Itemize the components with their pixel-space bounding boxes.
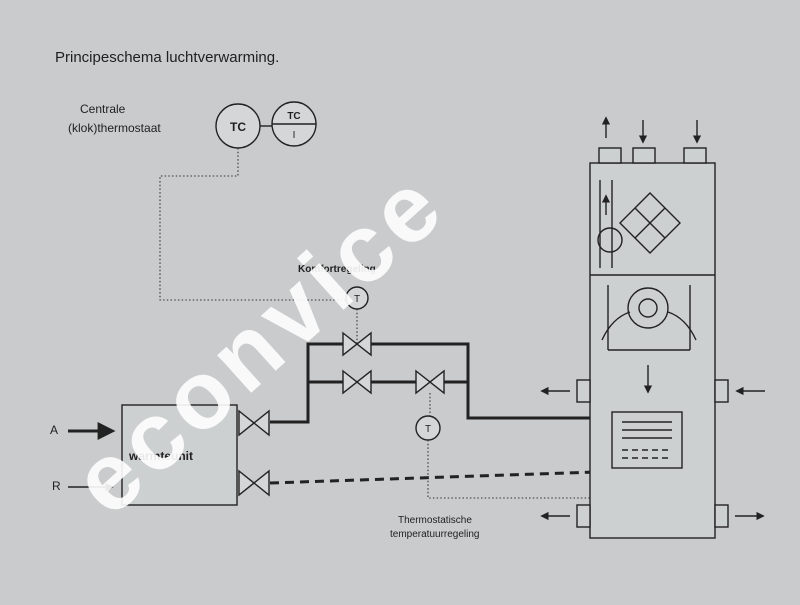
heating-coil xyxy=(611,411,683,469)
diagram-title: Principeschema luchtverwarming. xyxy=(55,49,279,66)
side-stub-left-lower xyxy=(576,504,591,528)
bypass-valve xyxy=(342,369,372,395)
thermostat-label-line2: (klok)thermostaat xyxy=(68,121,161,135)
central-thermostat: TC TC I xyxy=(215,101,317,149)
tc-right-bottom-label: I xyxy=(293,130,296,141)
svg-text:T: T xyxy=(425,424,431,435)
piping xyxy=(269,342,597,485)
exhaust-fan xyxy=(597,227,623,253)
thermostatic-signal-line xyxy=(427,440,604,499)
comfort-valve xyxy=(342,331,372,357)
heat-exchanger xyxy=(619,192,681,254)
thermostat-label-line1: Centrale xyxy=(80,102,126,116)
duct-stub-2 xyxy=(632,147,656,164)
tc-right-top-label: TC xyxy=(287,111,300,122)
thermostat-signal-line xyxy=(159,148,352,301)
supply-fan xyxy=(627,287,669,329)
comfort-control-label: Komfortregeling xyxy=(298,264,376,275)
return-valve xyxy=(238,469,270,497)
heat-unit xyxy=(121,404,238,506)
tc-left-label: TC xyxy=(230,120,246,134)
thermostatic-label-line1: Thermostatische xyxy=(398,515,472,526)
duct-stub-3 xyxy=(683,147,707,164)
heat-unit-label: warmteunit xyxy=(128,449,193,463)
watermark: econvice xyxy=(52,149,465,536)
supply-label: A xyxy=(50,423,58,437)
thermostatic-label-line2: temperatuurregeling xyxy=(390,529,480,540)
side-stub-left-upper xyxy=(576,379,591,403)
air-handling-unit xyxy=(540,116,765,539)
supply-valve xyxy=(238,409,270,437)
svg-text:T: T xyxy=(354,294,360,305)
thermostatic-valve xyxy=(415,369,445,395)
side-stub-right-upper xyxy=(714,379,729,403)
return-label: R xyxy=(52,479,61,493)
side-stub-right-lower xyxy=(714,504,729,528)
thermostatic-sensor: T xyxy=(415,415,441,441)
duct-stub-1 xyxy=(598,147,622,164)
